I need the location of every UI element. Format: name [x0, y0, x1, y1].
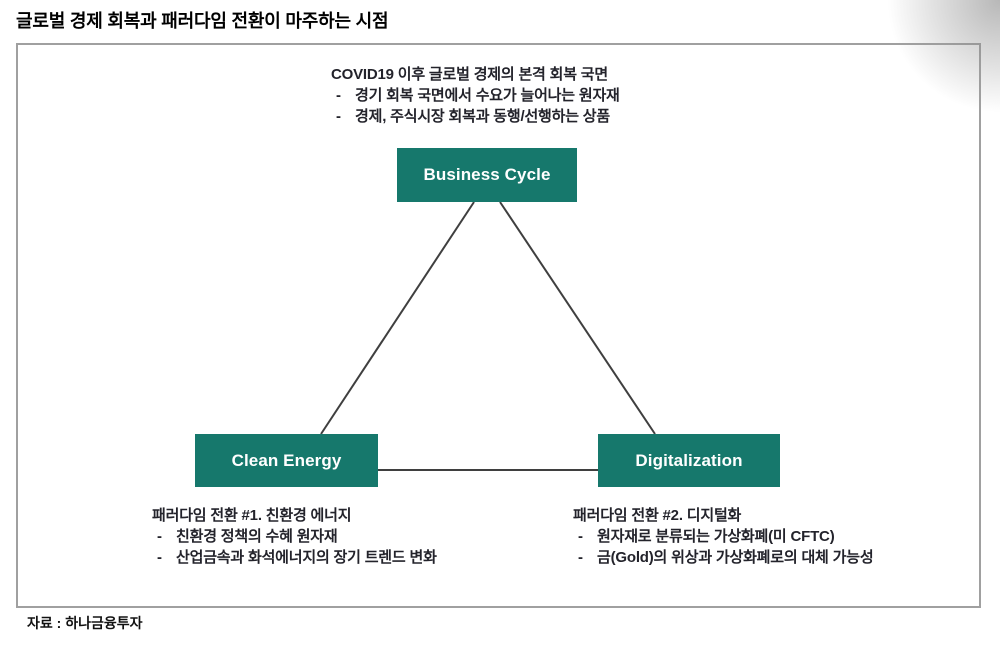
clean-energy-note: 패러다임 전환 #1. 친환경 에너지 - 친환경 정책의 수혜 원자재 - 산…: [152, 505, 437, 568]
note-bullet: - 산업금속과 화석에너지의 장기 트렌드 변화: [152, 547, 437, 568]
node-digitalization: Digitalization: [598, 434, 780, 487]
note-heading: 패러다임 전환 #2. 디지털화: [573, 507, 742, 524]
bullet-text: 경기 회복 국면에서 수요가 늘어나는 원자재: [355, 87, 620, 104]
note-bullet: - 금(Gold)의 위상과 가상화폐로의 대체 가능성: [573, 547, 874, 568]
source-note: 자료 : 하나금융투자: [27, 615, 143, 631]
bullet-text: 금(Gold)의 위상과 가상화폐로의 대체 가능성: [597, 549, 874, 566]
bullet-dash: -: [336, 108, 341, 125]
note-heading: COVID19 이후 글로벌 경제의 본격 회복 국면: [331, 66, 608, 83]
digitalization-note: 패러다임 전환 #2. 디지털화 - 원자재로 분류되는 가상화폐(미 CFTC…: [573, 505, 874, 568]
bullet-dash: -: [157, 528, 162, 545]
note-bullet: - 친환경 정책의 수혜 원자재: [152, 526, 437, 547]
node-clean-energy: Clean Energy: [195, 434, 378, 487]
bullet-dash: -: [578, 528, 583, 545]
node-business-cycle: Business Cycle: [397, 148, 577, 202]
bullet-text: 경제, 주식시장 회복과 동행/선행하는 상품: [355, 108, 611, 125]
business-cycle-note: COVID19 이후 글로벌 경제의 본격 회복 국면 - 경기 회복 국면에서…: [331, 64, 620, 127]
bullet-text: 산업금속과 화석에너지의 장기 트렌드 변화: [176, 549, 437, 566]
bullet-text: 원자재로 분류되는 가상화폐(미 CFTC): [597, 528, 835, 545]
note-bullet: - 경제, 주식시장 회복과 동행/선행하는 상품: [331, 106, 620, 127]
bullet-dash: -: [336, 87, 341, 104]
figure-frame: [16, 43, 981, 608]
bullet-dash: -: [578, 549, 583, 566]
note-heading: 패러다임 전환 #1. 친환경 에너지: [152, 507, 352, 524]
bullet-dash: -: [157, 549, 162, 566]
note-bullet: - 원자재로 분류되는 가상화폐(미 CFTC): [573, 526, 873, 547]
bullet-text: 친환경 정책의 수혜 원자재: [176, 528, 338, 545]
page-title: 글로벌 경제 회복과 패러다임 전환이 마주하는 시점: [16, 11, 389, 31]
note-bullet: - 경기 회복 국면에서 수요가 늘어나는 원자재: [331, 85, 620, 106]
